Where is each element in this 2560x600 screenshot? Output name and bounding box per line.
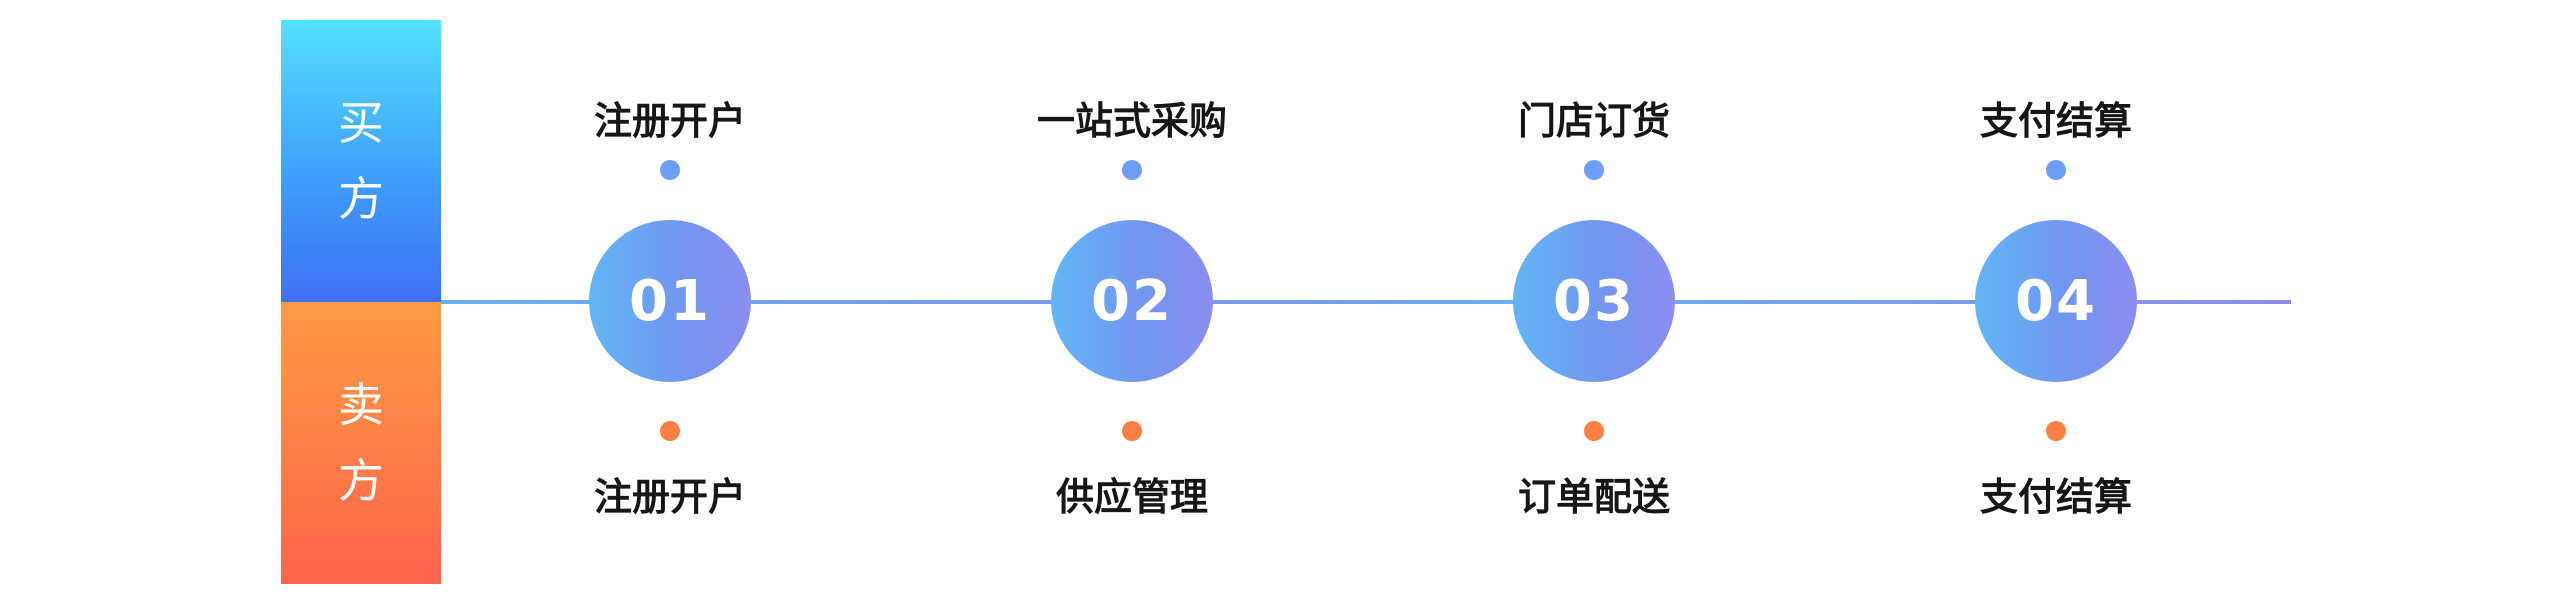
step-4: 支付结算 04 支付结算 — [1956, 0, 2156, 600]
buyer-step-label: 支付结算 — [1979, 99, 2132, 143]
buyer-dot — [2046, 160, 2066, 180]
step-circle: 01 — [589, 220, 751, 382]
seller-dot — [1584, 421, 1604, 441]
buyer-dot — [1584, 160, 1604, 180]
buyer-dot — [1122, 160, 1142, 180]
buyer-step-label: 注册开户 — [593, 99, 746, 143]
seller-step-label: 供应管理 — [1055, 475, 1208, 519]
step-3: 门店订货 03 订单配送 — [1494, 0, 1694, 600]
seller-label: 卖方 — [338, 378, 384, 508]
seller-dot — [2046, 421, 2066, 441]
step-2: 一站式采购 02 供应管理 — [1032, 0, 1232, 600]
buyer-dot — [660, 160, 680, 180]
step-number: 04 — [2015, 268, 2097, 334]
seller-step-label: 支付结算 — [1979, 475, 2132, 519]
step-number: 02 — [1091, 268, 1173, 334]
step-circle: 04 — [1975, 220, 2137, 382]
buyer-step-label: 一站式采购 — [1036, 99, 1227, 143]
seller-dot — [1122, 421, 1142, 441]
seller-block: 卖方 — [281, 302, 441, 584]
step-circle: 02 — [1051, 220, 1213, 382]
buyer-label: 买方 — [338, 96, 384, 226]
seller-dot — [660, 421, 680, 441]
step-number: 03 — [1553, 268, 1635, 334]
seller-step-label: 订单配送 — [1517, 475, 1670, 519]
buyer-block: 买方 — [281, 20, 441, 302]
timeline-line — [441, 300, 2291, 304]
step-circle: 03 — [1513, 220, 1675, 382]
step-number: 01 — [629, 268, 711, 334]
seller-step-label: 注册开户 — [593, 475, 746, 519]
buyer-step-label: 门店订货 — [1517, 99, 1670, 143]
step-1: 注册开户 01 注册开户 — [570, 0, 770, 600]
